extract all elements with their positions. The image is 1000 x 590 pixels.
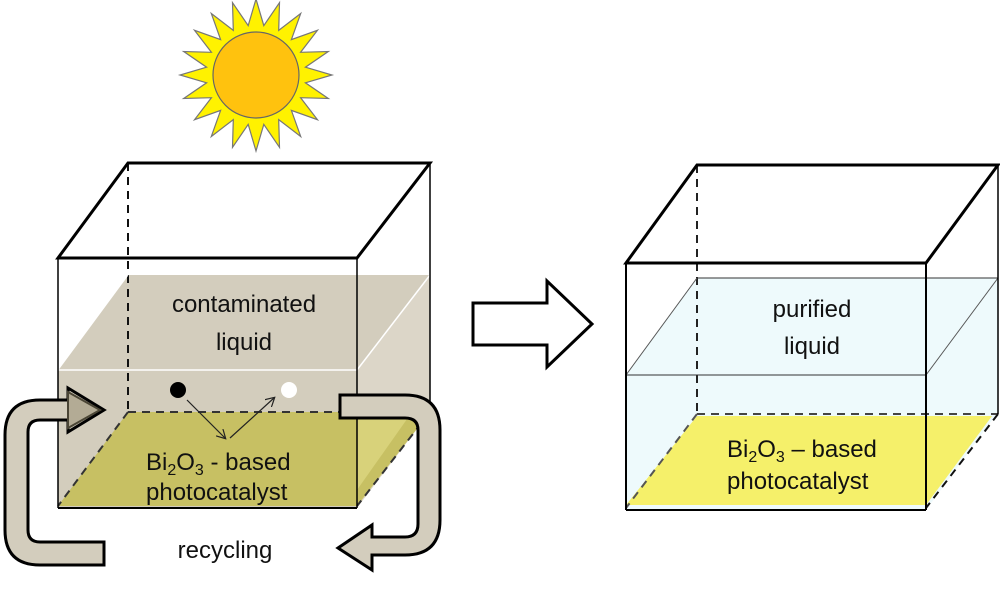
contaminated-label-line2: liquid bbox=[216, 329, 272, 356]
hidden-edge bbox=[625, 413, 698, 509]
hidden-edge bbox=[57, 411, 129, 507]
excitation-arrow bbox=[186, 399, 225, 438]
catalyst-layer-right bbox=[626, 416, 992, 505]
excitation-arrow bbox=[229, 398, 274, 439]
recycle-arrow-icon: recycling bbox=[3, 385, 442, 573]
sun-core bbox=[212, 31, 300, 119]
right-arrow-icon bbox=[471, 277, 595, 371]
liquid-edge bbox=[625, 277, 698, 376]
purified-label-line1: purified bbox=[773, 296, 852, 323]
catalyst-layer-left-side bbox=[357, 412, 412, 490]
electron-dot-icon bbox=[170, 382, 186, 398]
left-tank: contaminated liquid Bi2O3 - based photoc… bbox=[55, 161, 434, 509]
liquid-edge bbox=[57, 274, 129, 371]
recycle-arrow-left-head bbox=[67, 390, 103, 430]
catalyst-label-right: Bi2O3 – based bbox=[727, 436, 877, 466]
catalyst-label-left-line2: photocatalyst bbox=[146, 479, 288, 506]
liquid-edge bbox=[356, 274, 431, 371]
contaminated-liquid-surface bbox=[58, 275, 430, 370]
purified-label-line2: liquid bbox=[784, 333, 840, 360]
catalyst-label-right-line2: photocatalyst bbox=[727, 468, 869, 495]
recycling-label: recycling bbox=[178, 537, 273, 564]
hidden-edge bbox=[925, 413, 999, 509]
catalyst-layer-left bbox=[58, 412, 430, 506]
hole-dot-icon bbox=[281, 382, 297, 398]
right-tank: purified liquid Bi2O3 – based photocatal… bbox=[623, 163, 1000, 511]
liquid-edge bbox=[925, 277, 999, 376]
catalyst-label-left: Bi2O3 - based bbox=[146, 449, 291, 479]
recycle-arrow-right bbox=[335, 393, 442, 573]
tank-top-rim bbox=[623, 163, 1000, 265]
purified-liquid-surface bbox=[626, 278, 998, 375]
sun-icon bbox=[177, 0, 335, 154]
contaminated-label-line1: contaminated bbox=[172, 291, 316, 318]
tank-top-rim bbox=[55, 161, 434, 260]
